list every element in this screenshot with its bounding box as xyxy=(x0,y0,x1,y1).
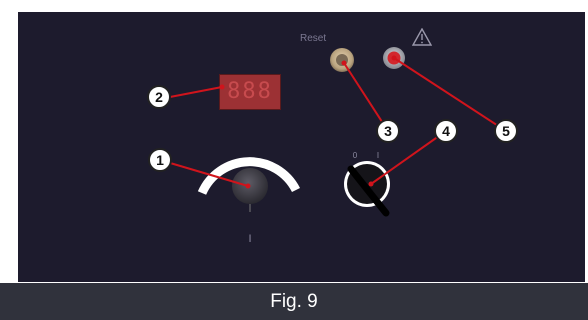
dial-scale-label: I xyxy=(248,233,251,245)
callout-lines xyxy=(159,57,507,187)
svg-text:5: 5 xyxy=(502,123,510,139)
callout-badge-5: 5 xyxy=(494,119,518,143)
control-panel xyxy=(18,12,585,282)
svg-text:2: 2 xyxy=(155,89,163,105)
dial-scale-arc xyxy=(197,157,301,195)
svg-text:3: 3 xyxy=(384,123,392,139)
switch-label-on: I xyxy=(377,151,379,160)
reset-label: Reset xyxy=(300,33,327,44)
callout-badge-2: 2 xyxy=(147,85,171,109)
reset-button[interactable] xyxy=(330,48,354,72)
warning-triangle-icon xyxy=(412,28,432,46)
callout-badge-3: 3 xyxy=(376,119,400,143)
switch-label-off: 0 xyxy=(353,151,358,160)
callout-badge-4: 4 xyxy=(434,119,458,143)
callout-endpoints xyxy=(219,55,397,189)
digital-display: 888 xyxy=(219,74,281,110)
svg-text:1: 1 xyxy=(156,152,164,168)
callout-badge-1: 1 xyxy=(148,148,172,172)
rotary-knob[interactable] xyxy=(232,168,268,212)
selector-switch[interactable] xyxy=(344,161,390,217)
figure-caption: Fig. 9 xyxy=(0,283,588,320)
svg-text:4: 4 xyxy=(442,123,450,139)
panel-graphics: 1 2 3 4 5 I 0 I xyxy=(147,47,518,245)
